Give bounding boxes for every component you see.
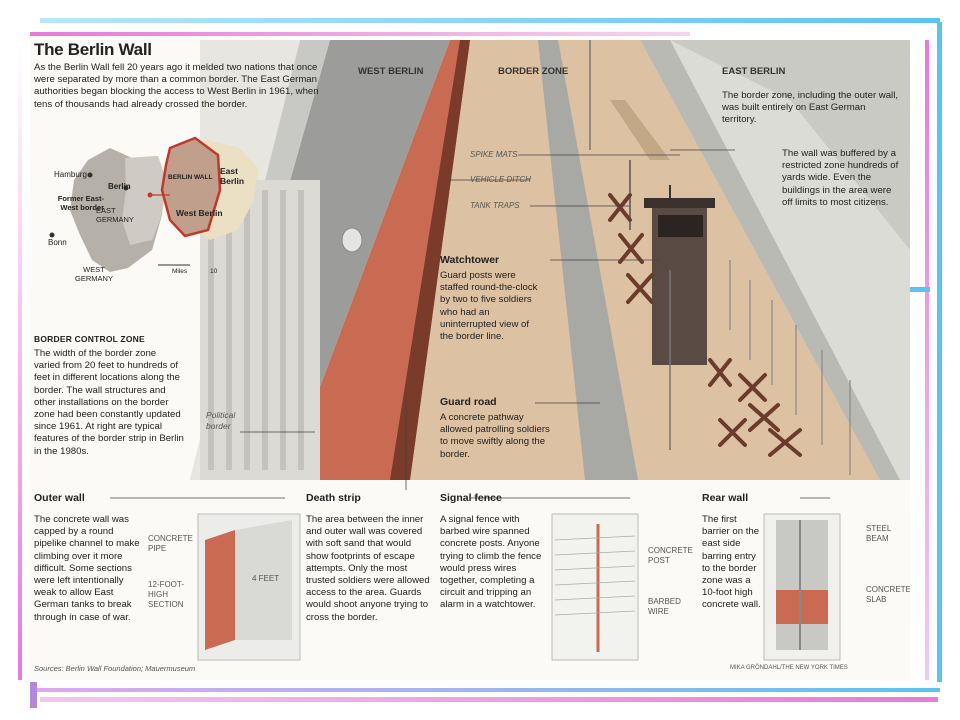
death-strip-heading: Death strip [306,492,361,504]
map-west-germany-label: WEST GERMANY [75,265,113,283]
political-border-label: Political border [206,410,236,431]
label-tank-traps: TANK TRAPS [470,201,520,210]
frame-right-pink-bar [925,40,929,680]
frame-bottom-pink-bar [40,697,938,702]
zone-west-berlin: WEST BERLIN [358,66,424,77]
watchtower-heading: Watchtower [440,254,500,266]
rear-wall-beam-label: STEEL BEAM [866,524,892,543]
frame-right-blue-bar [937,22,942,682]
east-note-territory: The border zone, including the outer wal… [722,90,898,126]
map-former-border-label: Former East-West border [57,194,104,212]
zone-east-berlin: EAST BERLIN [722,66,786,77]
watchtower-text: Guard posts were staffed round-the-clock… [440,270,538,343]
zone-border: BORDER ZONE [498,66,569,77]
map-west-berlin-label: West Berlin [176,208,223,218]
outer-wall-text: The concrete wall was capped by a round … [34,514,140,623]
map-east-berlin-label: East Berlin [220,166,245,186]
frame-bottom-left-purple [30,682,37,708]
border-control-text: The width of the border zone varied from… [34,348,184,457]
frame-left-bar [18,42,22,680]
border-control-heading: BORDER CONTROL ZONE [34,334,145,344]
guard-road-heading: Guard road [440,396,497,408]
sources-note: Sources: Berlin Wall Foundation; Mauermu… [34,664,196,673]
infographic-panel: The Berlin Wall As the Berlin Wall fell … [30,40,910,680]
east-note-buffer: The wall was buffered by a restricted zo… [782,148,899,208]
map-berlin-wall-label: BERLIN WALL [168,174,213,181]
rear-wall-text: The first barrier on the east side barri… [702,514,761,611]
map-berlin-label: Berlin [108,182,131,191]
map-scale-value: 10 [210,268,218,275]
signal-fence-text: A signal fence with barbed wire spanned … [440,514,542,611]
signal-fence-post-label: CONCRETE POST [648,546,693,565]
frame-bottom-bar [30,688,940,692]
rear-wall-heading: Rear wall [702,492,749,504]
label-spike-mats: SPIKE MATS [470,150,518,159]
page-title: The Berlin Wall [34,40,152,59]
guard-road-text: A concrete pathway allowed patrolling so… [440,412,550,460]
map-east-germany-label: EAST GERMANY [96,206,134,224]
map-hamburg-label: Hamburg [54,170,87,179]
map-scale-label: Miles [172,268,188,275]
outer-wall-heading: Outer wall [34,492,85,504]
intro-text: As the Berlin Wall fell 20 years ago it … [34,62,319,110]
map-bonn-label: Bonn [48,238,67,247]
outer-wall-section-label: 12-FOOT-HIGH SECTION [148,580,185,609]
death-strip-text: The area between the inner and outer wal… [306,514,430,623]
signal-fence-heading: Signal fence [440,492,502,504]
frame-top-bar [40,18,940,23]
outer-wall-feet-label: 4 FEET [252,574,280,583]
border-strip-illustration [49,40,910,661]
label-vehicle-ditch: VEHICLE DITCH [470,175,531,184]
rear-wall-slab-label: CONCRETE SLAB [866,585,910,604]
frame-right-notch [910,287,930,292]
photo-credit: MIKA GRÖNDAHL/THE NEW YORK TIMES [730,665,848,671]
signal-fence-wire-label: BARBED WIRE [648,597,681,616]
outer-wall-pipe-label: CONCRETE PIPE [148,534,193,553]
frame-top-pink-bar [30,32,690,36]
